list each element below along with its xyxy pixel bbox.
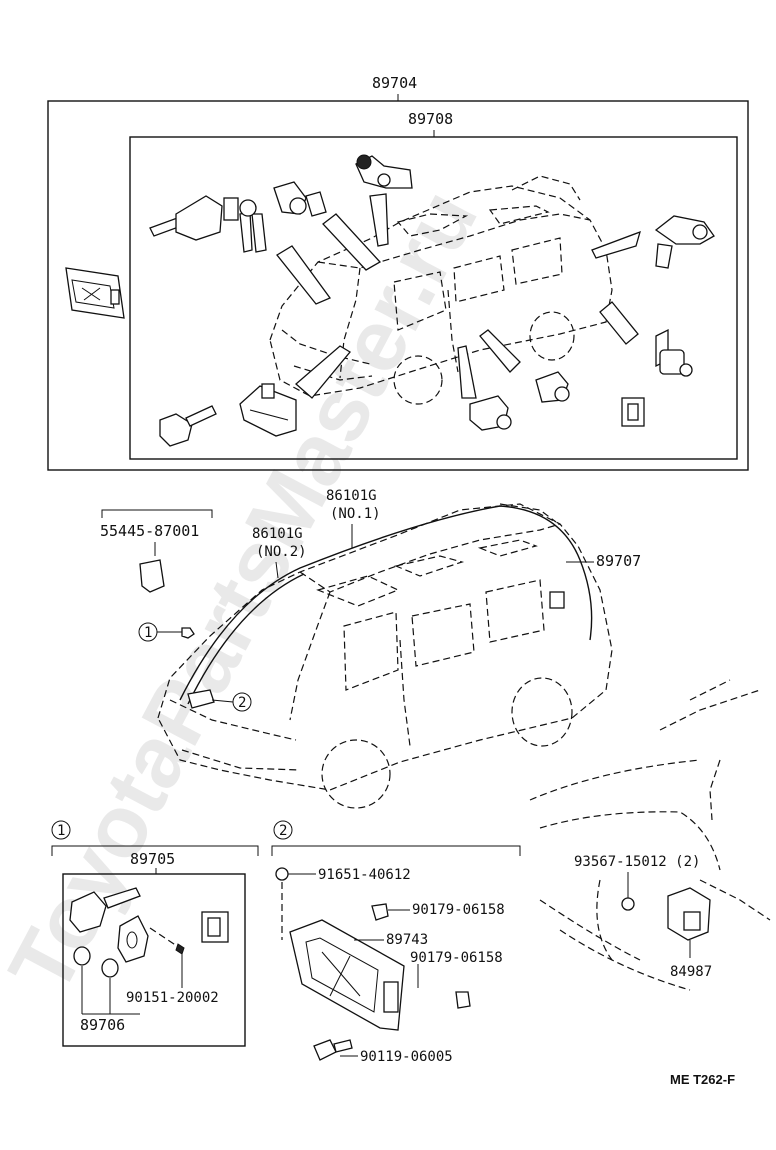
battery-icons[interactable]	[73, 946, 119, 978]
part-89706-label[interactable]: 89706	[80, 1016, 125, 1034]
clip-lower-icon[interactable]	[455, 991, 471, 1009]
rear-lock-cylinder-icon[interactable]	[655, 328, 693, 377]
receiver-box-icon[interactable]	[65, 267, 125, 319]
part-90151-20002-label[interactable]: 90151-20002	[126, 990, 219, 1006]
antenna-no1-qualifier: (NO.1)	[330, 506, 381, 522]
pointer-arrows	[276, 193, 641, 399]
cover-icon[interactable]	[139, 559, 165, 593]
key-icon[interactable]	[69, 887, 141, 933]
key-set-section: 1 89705 90151-20002 89706	[51, 820, 259, 1047]
glove-box-lock-icon[interactable]	[355, 154, 413, 189]
callout-1-middle-text: 1	[144, 625, 152, 641]
kit-89704-panel: 89704 89708	[47, 74, 749, 471]
part-90119-06005-label[interactable]: 90119-06005	[360, 1049, 453, 1065]
callout-1-key-set-text: 1	[57, 823, 65, 839]
switch-small-icon[interactable]	[201, 911, 229, 943]
part-89707-label[interactable]: 89707	[596, 552, 641, 570]
callout-2-receiver-text: 2	[279, 823, 287, 839]
kit-89708-label[interactable]: 89708	[408, 110, 453, 128]
screw-small-icon[interactable]	[175, 943, 185, 955]
switch-icon[interactable]	[621, 397, 645, 427]
diagram-code: ME T262-F	[670, 1072, 735, 1087]
receiver-module-icon[interactable]	[239, 383, 297, 437]
transmitter-icon[interactable]	[117, 915, 149, 963]
door-lock-cylinder-icon[interactable]	[273, 181, 327, 217]
clip-upper-icon[interactable]	[371, 903, 389, 921]
part-89705-label[interactable]: 89705	[130, 850, 175, 868]
slide-door-lock-icon[interactable]	[535, 371, 570, 403]
kit-89704-box	[47, 100, 749, 471]
van-outline-middle	[157, 503, 613, 809]
part-55445-87001-label[interactable]: 55445-87001	[100, 522, 199, 540]
antenna-no1-number[interactable]: 86101G	[326, 488, 377, 504]
switch-assy-icon[interactable]	[667, 887, 711, 941]
part-84987-label[interactable]: 84987	[670, 964, 712, 980]
fuel-lid-lock-icon[interactable]	[469, 395, 512, 431]
callout-2-middle[interactable]: 2	[211, 692, 252, 712]
callout-1-middle[interactable]: 1	[138, 622, 195, 642]
kit-89704-label[interactable]: 89704	[372, 74, 417, 92]
receiver-section: 2 91651-40612 90179-06158 89743 90179-06…	[271, 820, 521, 1065]
ecu-receiver-icon[interactable]	[289, 919, 405, 1031]
part-89743-label[interactable]: 89743	[386, 932, 428, 948]
part-90179-06158-upper-label[interactable]: 90179-06158	[412, 902, 505, 918]
key-icon[interactable]	[159, 405, 217, 447]
part-93567-15012-label[interactable]: 93567-15012 (2)	[574, 854, 700, 870]
callout-2-middle-text: 2	[238, 695, 246, 711]
connector-icon[interactable]	[549, 591, 565, 609]
back-door-lock-icon[interactable]	[654, 215, 715, 269]
bolt-icon[interactable]	[313, 1039, 353, 1061]
antenna-no2-qualifier: (NO.2)	[256, 544, 307, 560]
cover-bracket: 55445-87001	[100, 509, 213, 593]
antenna-no2-number[interactable]: 86101G	[252, 526, 303, 542]
nut-icon[interactable]	[275, 867, 289, 881]
switch-detail-section: 93567-15012 (2) 84987	[529, 679, 771, 991]
part-90179-06158-lower-label[interactable]: 90179-06158	[410, 950, 503, 966]
van-outline-top	[269, 175, 613, 405]
part-91651-40612-label[interactable]: 91651-40612	[318, 867, 411, 883]
kit-89708-box	[129, 136, 738, 460]
key-set-box	[62, 873, 246, 1047]
grommet-icon[interactable]	[621, 897, 635, 911]
ignition-lock-icon[interactable]	[149, 195, 267, 253]
